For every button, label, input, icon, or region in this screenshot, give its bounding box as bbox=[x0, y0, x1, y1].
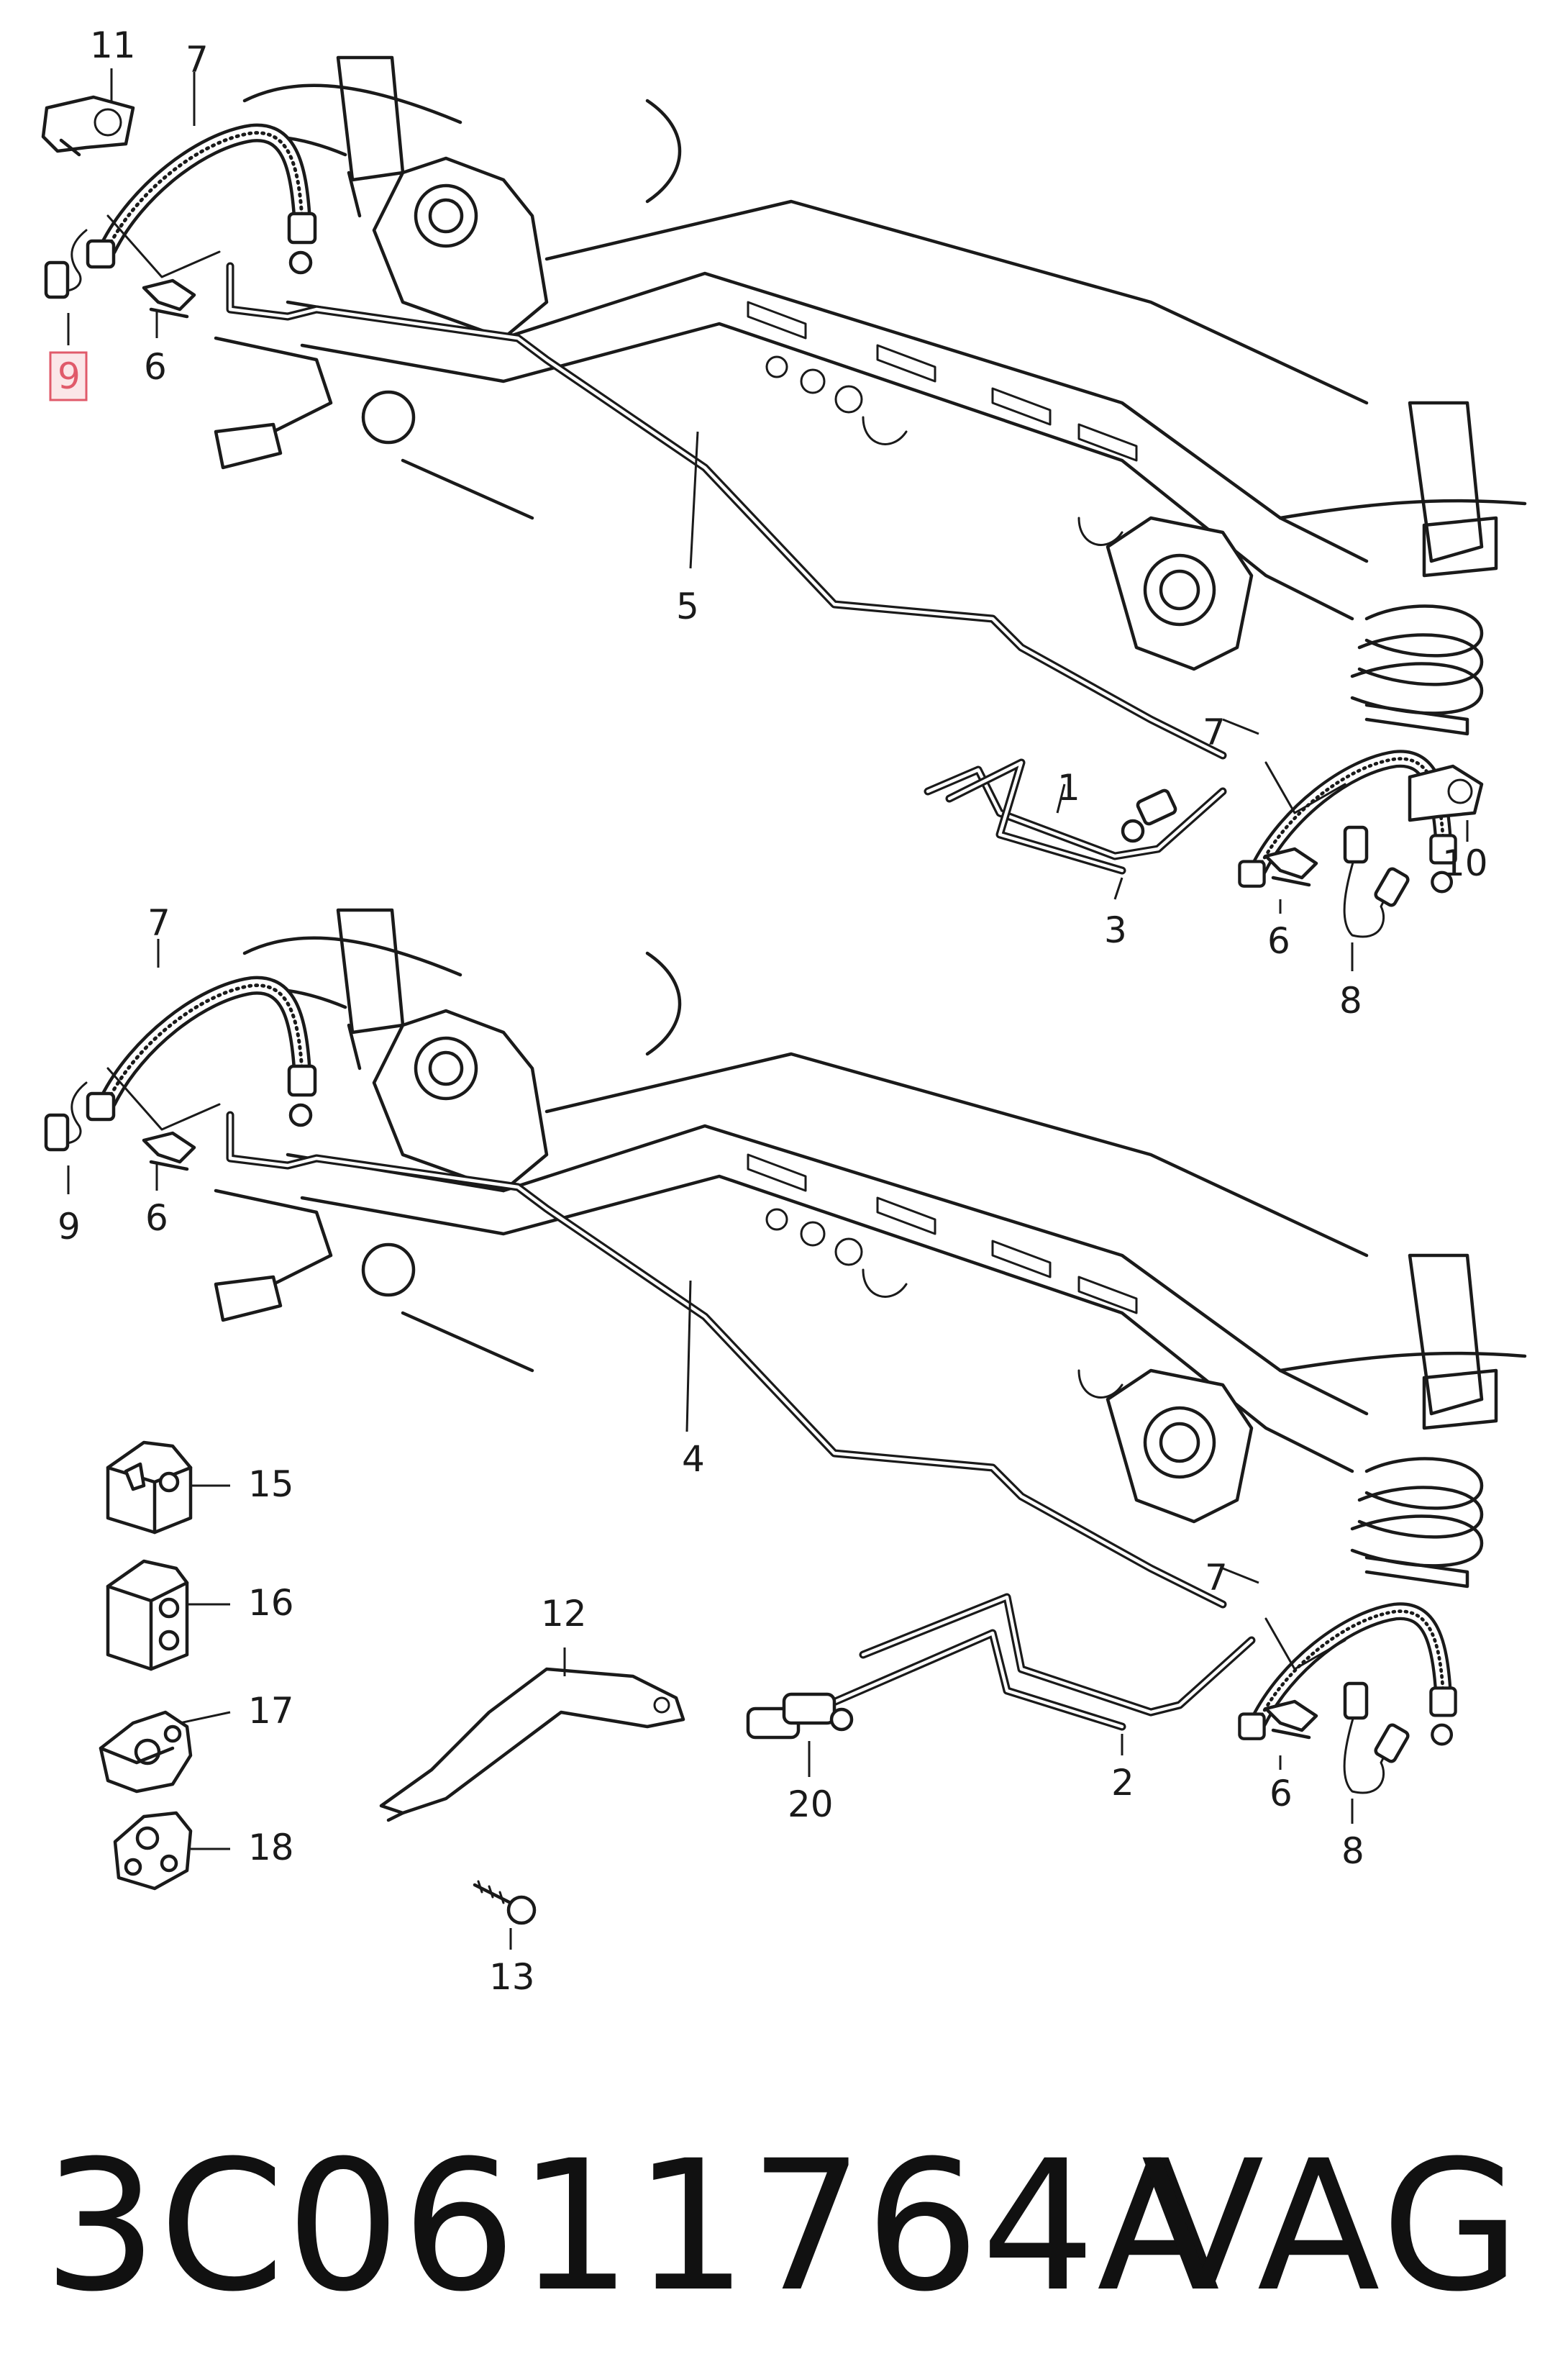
part-footer: 3C0611764A VAG bbox=[36, 2108, 1532, 2345]
callout-7-lower-left: 7 bbox=[147, 902, 170, 944]
callout-8-lower: 8 bbox=[1341, 1830, 1364, 1872]
callout-9-upper: 9 bbox=[58, 355, 81, 397]
callout-7-upper-right: 7 bbox=[1203, 712, 1226, 753]
callout-10: 10 bbox=[1442, 842, 1488, 884]
callout-7-upper-left: 7 bbox=[186, 39, 209, 81]
callout-11: 11 bbox=[90, 24, 136, 66]
callout-6-upper-left: 6 bbox=[144, 346, 167, 388]
lower-axle-assembly bbox=[44, 910, 1525, 1925]
callout-3: 3 bbox=[1104, 909, 1127, 951]
brand-name: VAG bbox=[1141, 2122, 1525, 2331]
callout-1: 1 bbox=[1057, 767, 1080, 809]
callout-6-lower-left: 6 bbox=[145, 1197, 168, 1239]
upper-axle-assembly bbox=[41, 58, 1525, 938]
callout-17: 17 bbox=[248, 1690, 294, 1732]
clip-variant-15 bbox=[106, 1440, 193, 1535]
clip-variant-18 bbox=[113, 1811, 193, 1891]
callout-6-upper-right: 6 bbox=[1267, 920, 1290, 962]
callout-9-highlight bbox=[49, 351, 88, 401]
clip-variant-16 bbox=[106, 1559, 189, 1671]
callout-18: 18 bbox=[248, 1827, 294, 1868]
callout-4: 4 bbox=[682, 1438, 705, 1480]
callout-2: 2 bbox=[1111, 1762, 1134, 1804]
callout-16: 16 bbox=[248, 1582, 294, 1624]
callout-8-upper: 8 bbox=[1339, 980, 1362, 1022]
callout-6-lower-right: 6 bbox=[1270, 1773, 1293, 1814]
callout-13: 13 bbox=[489, 1956, 535, 1998]
callout-12: 12 bbox=[541, 1593, 587, 1635]
callout-9-lower: 9 bbox=[58, 1206, 81, 1247]
callout-20: 20 bbox=[788, 1783, 834, 1825]
callout-5: 5 bbox=[676, 586, 699, 627]
clip-variant-17 bbox=[99, 1710, 193, 1794]
leader-lines bbox=[67, 68, 1469, 1950]
callout-7-lower-right: 7 bbox=[1205, 1557, 1228, 1599]
callout-15: 15 bbox=[248, 1463, 294, 1505]
callout-labels: 11 7 9 6 5 7 1 3 6 8 10 7 9 6 4 7 2 6 8 … bbox=[49, 24, 1488, 1998]
part-number: 3C0611764A bbox=[43, 2122, 1222, 2331]
